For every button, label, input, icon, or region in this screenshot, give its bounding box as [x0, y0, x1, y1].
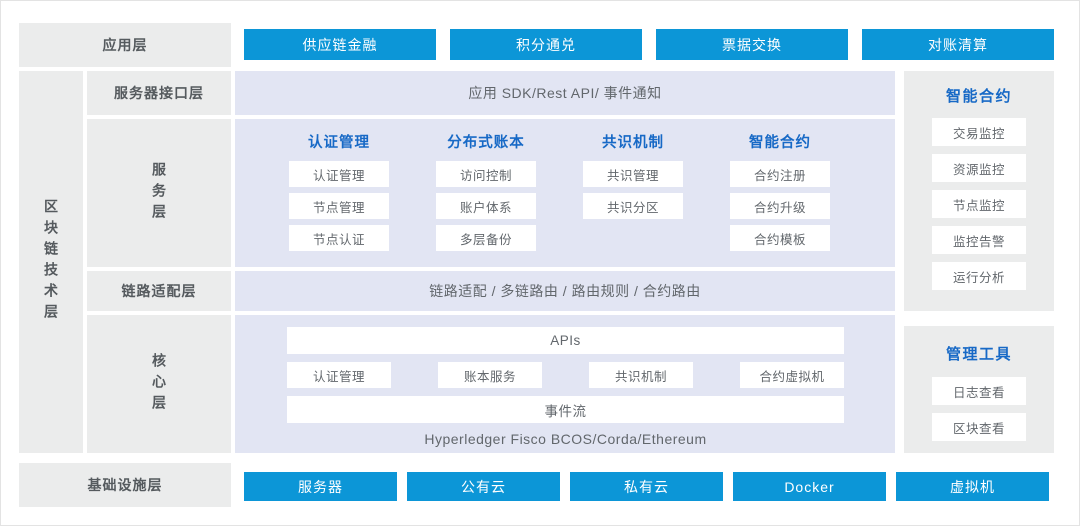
service-column-title-0: 认证管理	[308, 134, 370, 151]
server-interface-content: 应用 SDK/Rest API/ 事件通知	[235, 71, 895, 115]
infra-item-3[interactable]: Docker	[733, 472, 886, 501]
link-adapter-content: 链路适配 / 多链路由 / 路由规则 / 合约路由	[235, 271, 895, 311]
side-panel-0-item-0[interactable]: 交易监控	[932, 118, 1026, 146]
side-panel-0-item-4[interactable]: 运行分析	[932, 262, 1026, 290]
app-item-2[interactable]: 票据交换	[656, 29, 848, 60]
layer-label-service-text: 服务层	[151, 161, 167, 225]
infra-item-2[interactable]: 私有云	[570, 472, 723, 501]
service-item-3-0[interactable]: 合约注册	[730, 161, 830, 187]
service-item-3-1[interactable]: 合约升级	[730, 193, 830, 219]
infra-item-1[interactable]: 公有云	[407, 472, 560, 501]
side-panel-0-item-3[interactable]: 监控告警	[932, 226, 1026, 254]
layer-label-infrastructure: 基础设施层	[19, 463, 231, 507]
app-item-0[interactable]: 供应链金融	[244, 29, 436, 60]
service-column-title-2: 共识机制	[602, 134, 664, 151]
service-item-0-2[interactable]: 节点认证	[289, 225, 389, 251]
layer-label-core: 核心层	[87, 315, 231, 453]
side-panel-1-item-1[interactable]: 区块查看	[932, 413, 1026, 441]
app-item-1[interactable]: 积分通兑	[450, 29, 642, 60]
core-apis-bar[interactable]: APIs	[287, 327, 844, 354]
core-event-stream-bar[interactable]: 事件流	[287, 396, 844, 423]
service-item-0-0[interactable]: 认证管理	[289, 161, 389, 187]
service-item-1-0[interactable]: 访问控制	[436, 161, 536, 187]
side-panel-0-item-2[interactable]: 节点监控	[932, 190, 1026, 218]
layer-label-application: 应用层	[19, 23, 231, 67]
left-spine-blockchain-tech-layer: 区块链技术层	[19, 71, 83, 453]
left-spine-label-text: 区块链技术层	[43, 199, 59, 325]
service-column-title-1: 分布式账本	[447, 134, 525, 151]
side-panel-0-item-1[interactable]: 资源监控	[932, 154, 1026, 182]
core-module-1[interactable]: 账本服务	[438, 362, 542, 388]
side-panel-title-1: 管理工具	[945, 345, 1012, 363]
service-item-0-1[interactable]: 节点管理	[289, 193, 389, 219]
side-panel-1-item-0[interactable]: 日志查看	[932, 377, 1026, 405]
infra-item-0[interactable]: 服务器	[244, 472, 397, 501]
service-item-1-1[interactable]: 账户体系	[436, 193, 536, 219]
service-item-3-2[interactable]: 合约模板	[730, 225, 830, 251]
layer-label-core-text: 核心层	[151, 352, 167, 416]
core-module-3[interactable]: 合约虚拟机	[740, 362, 844, 388]
layer-label-server-interface: 服务器接口层	[87, 71, 231, 115]
service-column-title-3: 智能合约	[749, 134, 811, 151]
core-module-2[interactable]: 共识机制	[589, 362, 693, 388]
core-module-0[interactable]: 认证管理	[287, 362, 391, 388]
service-item-1-2[interactable]: 多层备份	[436, 225, 536, 251]
service-item-2-1[interactable]: 共识分区	[583, 193, 683, 219]
infra-item-4[interactable]: 虚拟机	[896, 472, 1049, 501]
layer-label-service: 服务层	[87, 119, 231, 267]
side-panel-title-0: 智能合约	[945, 87, 1012, 105]
core-engines-text: Hyperledger Fisco BCOS/Corda/Ethereum	[424, 431, 707, 447]
layer-label-link-adapter: 链路适配层	[87, 271, 231, 311]
app-item-3[interactable]: 对账清算	[862, 29, 1054, 60]
service-item-2-0[interactable]: 共识管理	[583, 161, 683, 187]
